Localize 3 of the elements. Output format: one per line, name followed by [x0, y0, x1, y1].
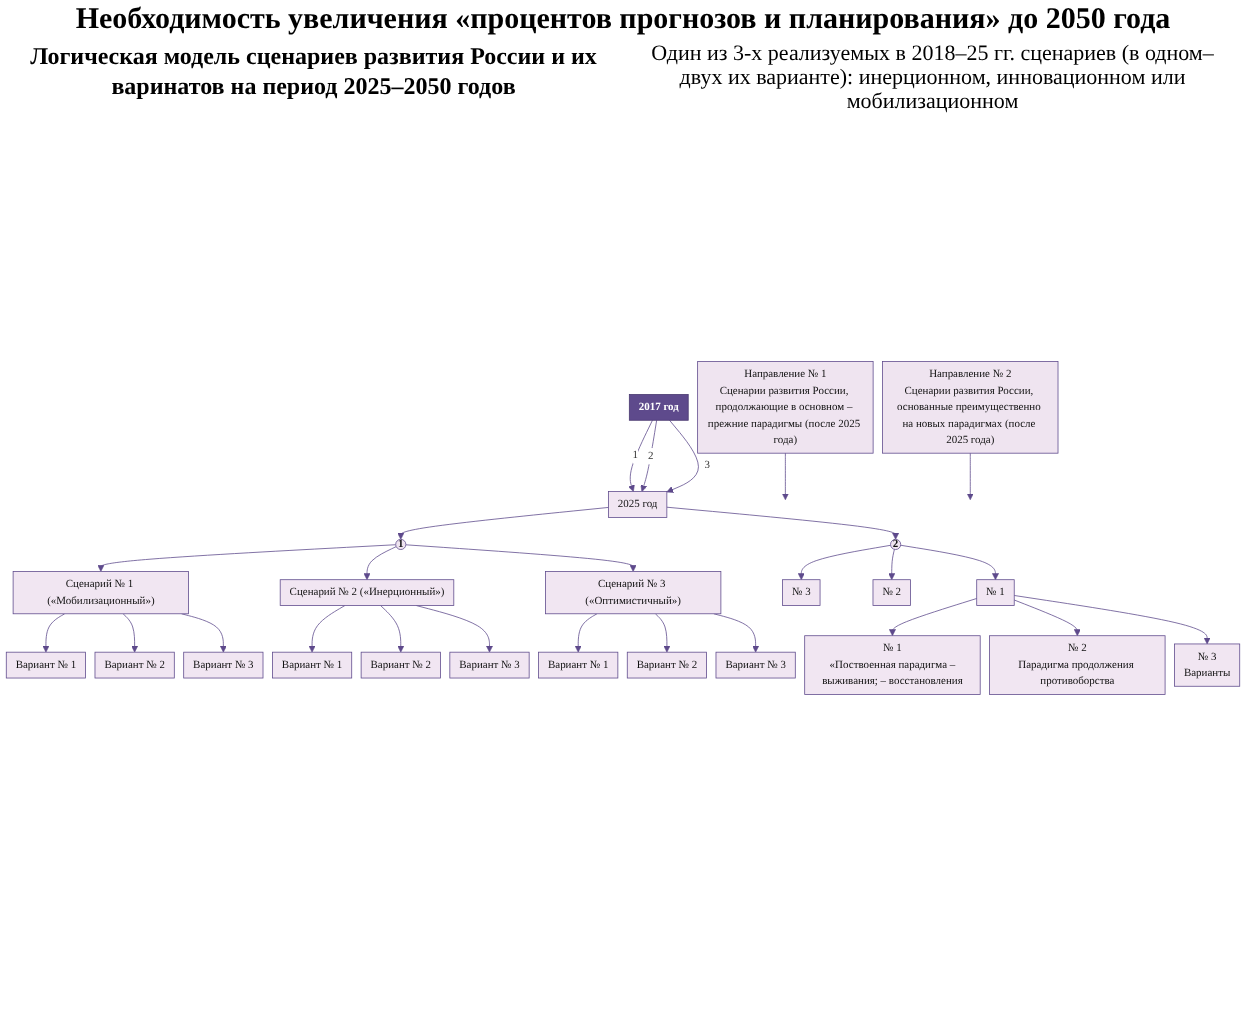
- note-text: Один из 3-х реализуемых в 2018–25 гг. сценариев (в одном–двух их варианте): инерционном, инновационном или мобилизационном: [649, 42, 1216, 114]
- diagram-title: Необходимость увеличения «процентов прогнозов и планирования» до 2050 года: [73, 4, 1173, 38]
- subtitle: Логическая модель сценариев развития России и их варинатов на период 2025–2050 годов: [28, 42, 599, 104]
